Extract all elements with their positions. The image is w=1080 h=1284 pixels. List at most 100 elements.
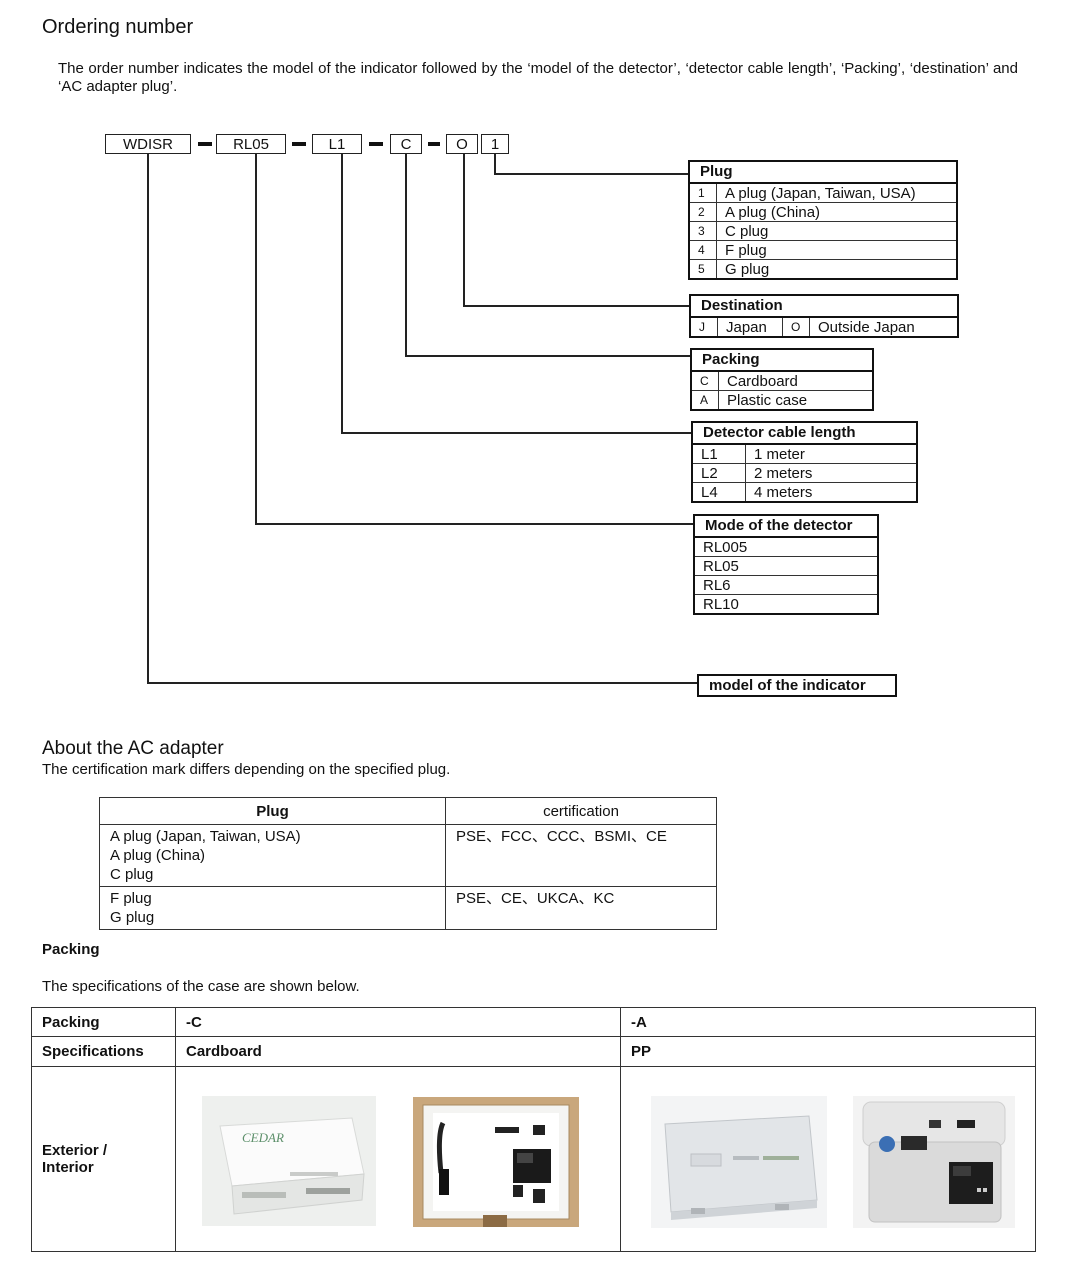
packing-row-label: Packing: [31, 1007, 176, 1037]
certification-table: Plug certification A plug (Japan, Taiwan…: [99, 797, 717, 930]
cable-table-title: Detector cable length: [691, 421, 918, 445]
table-row: Specifications Cardboard PP: [31, 1036, 1036, 1067]
cable-label: 2 meters: [745, 463, 918, 483]
destination-table: Destination J Japan O Outside Japan: [689, 294, 959, 338]
plug-label: A plug (Japan, Taiwan, USA): [716, 182, 958, 203]
code-part-detector: RL05: [216, 134, 286, 154]
table-row: RL05: [693, 556, 879, 576]
connector-line: [463, 305, 690, 307]
connector-line: [255, 154, 257, 524]
connector-line: [494, 173, 689, 175]
spec-c-value: Cardboard: [175, 1036, 621, 1067]
table-row: J Japan O Outside Japan: [689, 316, 959, 338]
spec-row-label: Specifications: [31, 1036, 176, 1067]
detector-table-title: Mode of the detector: [693, 514, 879, 538]
code-separator: [292, 142, 306, 146]
table-row: RL10: [693, 594, 879, 615]
plug-label: A plug (China): [716, 202, 958, 222]
plug-code: 4: [688, 240, 717, 260]
connector-line: [494, 154, 496, 174]
code-separator: [369, 142, 383, 146]
pp-case-exterior-photo: [651, 1096, 827, 1228]
code-separator: [198, 142, 212, 146]
ac-adapter-note: The certification mark differs depending…: [42, 761, 451, 778]
table-row: F plug G plug PSE、CE、UKCA、KC: [99, 886, 717, 930]
connector-line: [147, 154, 149, 683]
cert-col-plug: Plug: [99, 797, 446, 825]
detector-model: RL005: [693, 536, 879, 557]
cert-plug: G plug: [110, 909, 155, 926]
table-row: Packing -C -A: [31, 1007, 1036, 1037]
code-part-cable: L1: [312, 134, 362, 154]
cert-col-certification: certification: [445, 797, 717, 825]
packing-table-title: Packing: [690, 348, 874, 372]
destination-code: J: [689, 316, 718, 338]
packing-label: Cardboard: [718, 370, 874, 391]
plug-code: 2: [688, 202, 717, 222]
cable-code: L4: [691, 482, 746, 503]
table-row: RL6: [693, 575, 879, 595]
packing-heading: Packing: [42, 941, 100, 958]
destination-table-title: Destination: [689, 294, 959, 318]
packing-code: C: [690, 370, 719, 391]
cable-label: 4 meters: [745, 482, 918, 503]
cable-label: 1 meter: [745, 443, 918, 464]
cardboard-box-interior-photo: [413, 1097, 579, 1227]
packing-label: Plastic case: [718, 390, 874, 411]
plug-label: G plug: [716, 259, 958, 280]
connector-line: [341, 432, 692, 434]
cert-marks: PSE、CE、UKCA、KC: [445, 886, 717, 930]
detector-model: RL05: [693, 556, 879, 576]
cert-plug: A plug (China): [110, 847, 206, 864]
destination-code: O: [782, 316, 810, 338]
cert-plugs-cell: F plug G plug: [99, 886, 446, 930]
cert-marks: PSE、FCC、CCC、BSMI、CE: [445, 824, 717, 887]
connector-line: [147, 682, 697, 684]
cert-plug: F plug: [110, 890, 152, 907]
ordering-heading: Ordering number: [42, 16, 194, 38]
code-part-indicator: WDISR: [105, 134, 191, 154]
plug-label: C plug: [716, 221, 958, 241]
code-part-destination: O: [446, 134, 478, 154]
indicator-label: model of the indicator: [697, 674, 897, 697]
plug-code: 5: [688, 259, 717, 280]
detector-model: RL6: [693, 575, 879, 595]
packing-c-code: -C: [175, 1007, 621, 1037]
ac-adapter-heading: About the AC adapter: [42, 738, 224, 759]
plug-code: 3: [688, 221, 717, 241]
destination-label: Outside Japan: [809, 316, 959, 338]
plug-code: 1: [688, 182, 717, 203]
ordering-intro: The order number indicates the model of …: [58, 60, 1018, 95]
packing-a-code: -A: [620, 1007, 1036, 1037]
connector-line: [341, 154, 343, 433]
connector-line: [405, 154, 407, 356]
plug-table-title: Plug: [688, 160, 958, 184]
cert-plug: A plug (Japan, Taiwan, USA): [110, 828, 301, 845]
pp-case-interior-photo: [853, 1096, 1015, 1228]
table-row: RL005: [693, 536, 879, 557]
packing-note: The specifications of the case are shown…: [42, 978, 360, 995]
connector-line: [463, 154, 465, 306]
cable-code: L2: [691, 463, 746, 483]
code-part-plug: 1: [481, 134, 509, 154]
detector-model: RL10: [693, 594, 879, 615]
table-row: A plug (Japan, Taiwan, USA) A plug (Chin…: [99, 824, 717, 887]
code-separator: [428, 142, 440, 146]
plug-label: F plug: [716, 240, 958, 260]
cert-plug: C plug: [110, 866, 154, 883]
connector-line: [255, 523, 695, 525]
spec-a-value: PP: [620, 1036, 1036, 1067]
